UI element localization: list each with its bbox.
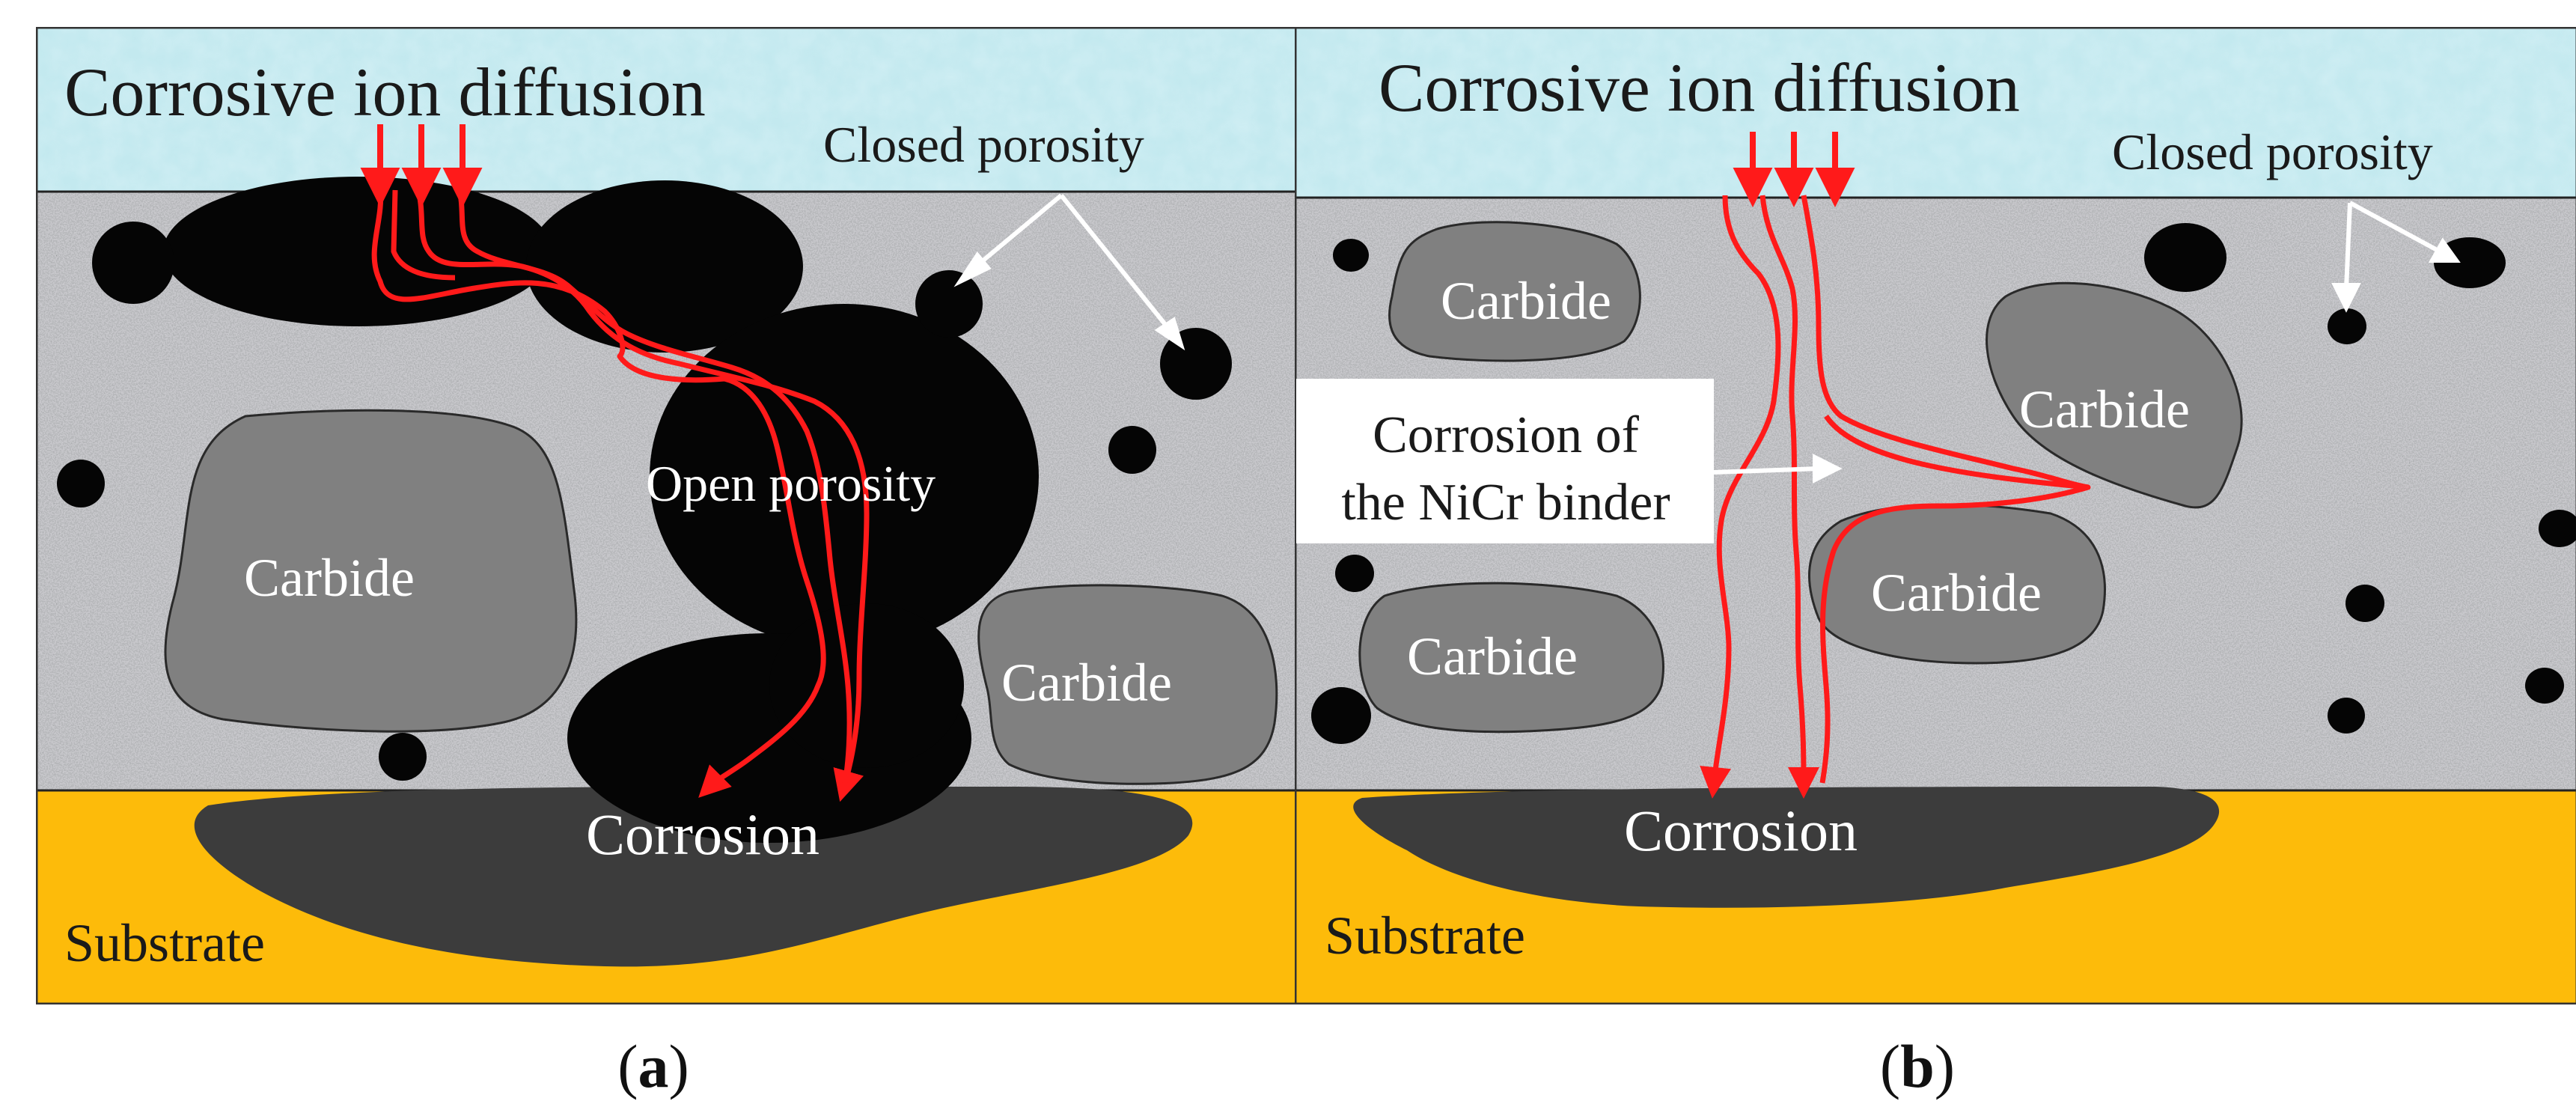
diffusion-title: Corrosive ion diffusion (64, 54, 706, 130)
caption-a: (a) (504, 1031, 803, 1102)
corrosion-zone (1353, 787, 2220, 908)
carbide-particle (977, 584, 1278, 785)
corrosion-label: Corrosion (586, 802, 820, 867)
corrosion-zone (194, 786, 1193, 967)
caption-b-open: ( (1879, 1032, 1901, 1100)
open-porosity-label: Open porosity (646, 455, 936, 512)
ion-entry-arrows (360, 124, 483, 207)
closed-porosity-label: Closed porosity (823, 116, 1144, 173)
closed-pores (1311, 223, 2576, 744)
carbide-particle (1986, 281, 2243, 509)
carbide-label: Carbide (1001, 653, 1172, 713)
caption-a-open: ( (617, 1032, 638, 1100)
panel-b: Corrosion of the NiCr binder Corrosive i… (1295, 27, 2576, 1004)
binder-label-line2: the NiCr binder (1341, 474, 1670, 531)
corrosion-crack-paths (371, 187, 870, 802)
caption-a-close: ) (668, 1032, 689, 1100)
closed-porosity-arrows (953, 193, 1185, 351)
caption-b-close: ) (1934, 1032, 1956, 1100)
carbide-particle (1358, 582, 1664, 734)
annotation-arrows (1713, 201, 2461, 484)
binder-label-line1: Corrosion of (1373, 406, 1640, 464)
carbide-label: Carbide (2019, 379, 2190, 439)
carbide-particle (1808, 503, 2106, 665)
diffusion-title: Corrosive ion diffusion (1379, 49, 2020, 126)
carbide-label: Carbide (1407, 626, 1578, 686)
substrate-label: Substrate (64, 913, 265, 973)
caption-b-letter: b (1900, 1032, 1935, 1100)
carbide-label: Carbide (1441, 271, 1611, 331)
substrate-label: Substrate (1325, 906, 1525, 966)
carbide-particle (164, 409, 578, 733)
carbide-label: Carbide (244, 548, 415, 608)
caption-a-letter: a (638, 1032, 669, 1100)
open-porosity-network (163, 177, 1039, 843)
closed-pores (57, 222, 1232, 781)
carbide-particle (1388, 221, 1641, 362)
closed-porosity-label: Closed porosity (2112, 124, 2433, 180)
ion-entry-arrows (1733, 132, 1855, 207)
carbide-label: Carbide (1871, 563, 2042, 623)
caption-b: (b) (1768, 1031, 2067, 1102)
panel-a: Corrosive ion diffusion Closed porosity … (36, 27, 1319, 1004)
binder-label-box (1296, 379, 1714, 543)
corrosion-label: Corrosion (1624, 798, 1858, 863)
